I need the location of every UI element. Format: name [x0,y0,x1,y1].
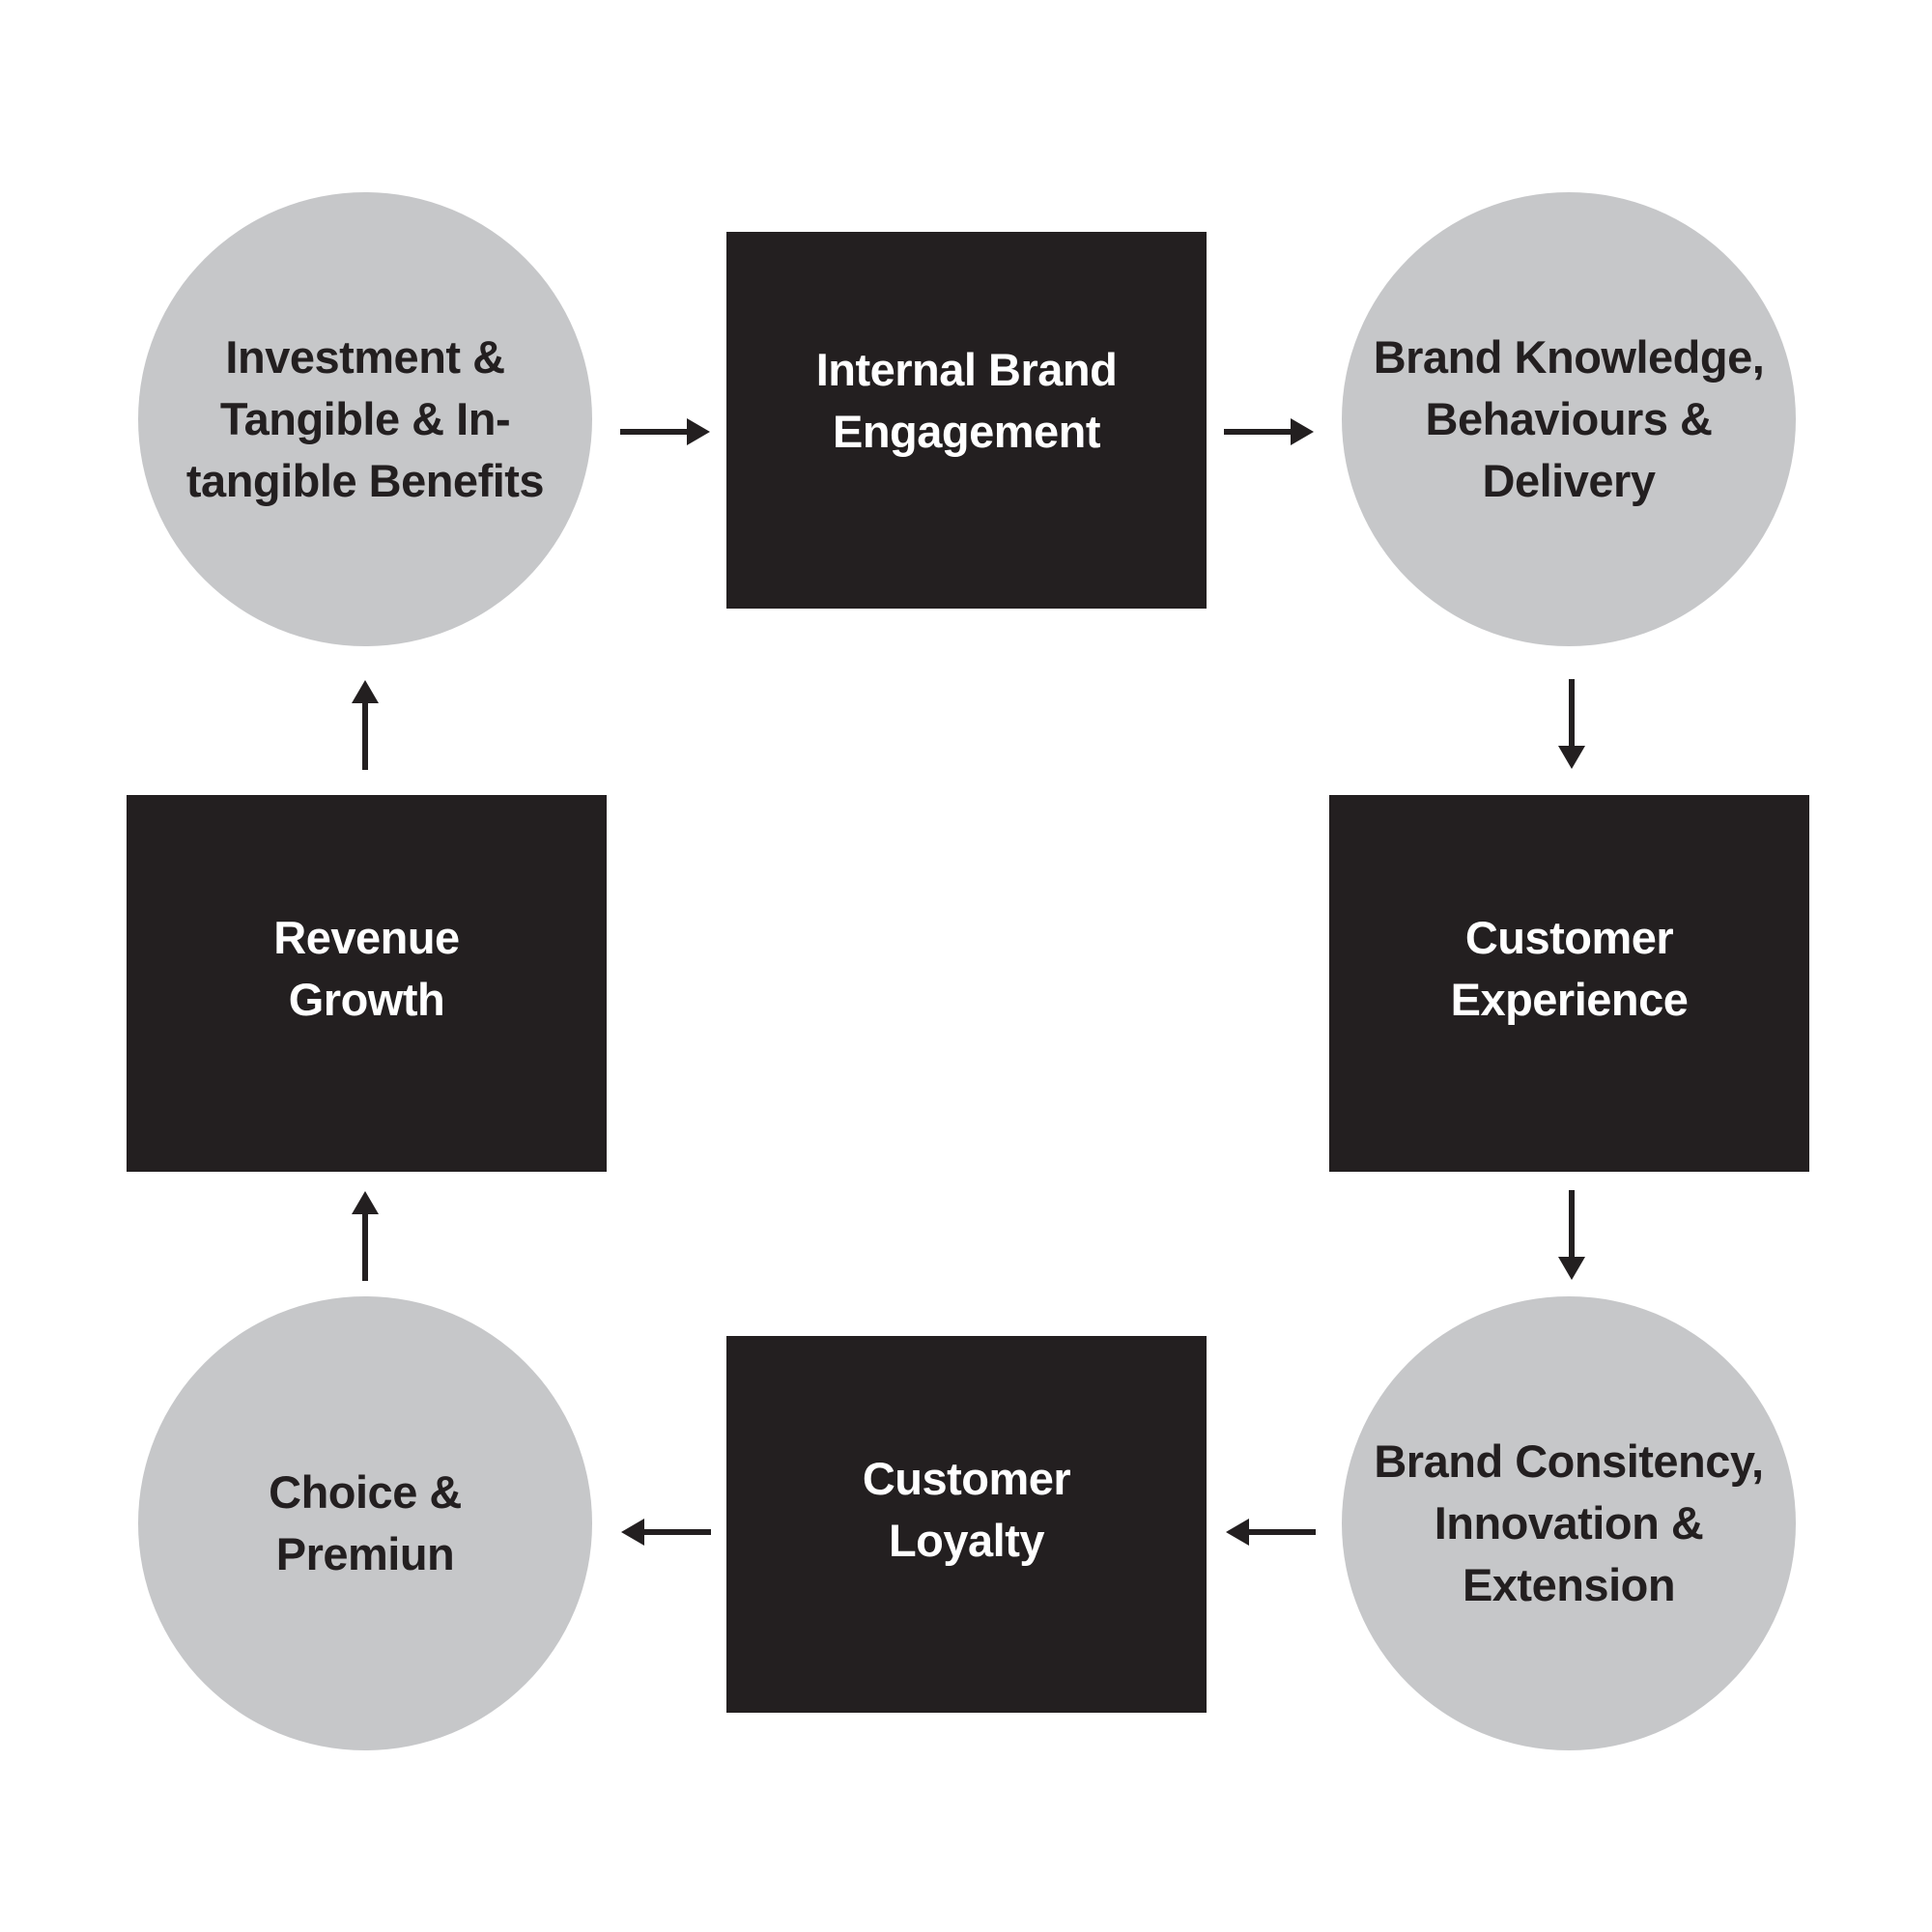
arrow-knowledge-to-experience [1558,679,1585,769]
arrow-revenue-to-investment [352,680,379,770]
arrow-head-icon [352,1191,379,1214]
arrow-head-icon [687,418,710,445]
arrow-investment-to-internal [620,418,710,445]
node-revenue-growth: Revenue Growth [127,795,607,1172]
node-investment-benefits-label: Investment & Tangible & In- tangible Ben… [185,331,545,506]
arrow-consistency-to-loyalty [1226,1519,1316,1546]
node-revenue-growth-label: Revenue Growth [273,912,460,1025]
node-customer-experience-label: Customer Experience [1450,912,1689,1025]
arrow-head-icon [1226,1519,1249,1546]
node-choice-premium-label: Choice & Premiun [269,1466,462,1579]
arrow-head-icon [1558,1257,1585,1280]
arrow-loyalty-to-choice [621,1519,711,1546]
arrow-head-icon [1558,746,1585,769]
node-customer-experience: Customer Experience [1329,795,1809,1172]
arrow-head-icon [352,680,379,703]
node-brand-consistency-label: Brand Consitency, Innovation & Extension [1374,1435,1764,1610]
arrow-choice-to-revenue [352,1191,379,1281]
node-customer-loyalty-label: Customer Loyalty [862,1453,1071,1566]
node-internal-brand-engagement-label: Internal Brand Engagement [815,344,1118,457]
arrow-head-icon [621,1519,644,1546]
arrow-internal-to-knowledge [1224,418,1314,445]
node-brand-knowledge: Brand Knowledge, Behaviours & Delivery [1342,192,1796,646]
node-internal-brand-engagement: Internal Brand Engagement [726,232,1207,609]
arrow-head-icon [1291,418,1314,445]
node-customer-loyalty: Customer Loyalty [726,1336,1207,1713]
node-investment-benefits: Investment & Tangible & In- tangible Ben… [138,192,592,646]
node-brand-knowledge-label: Brand Knowledge, Behaviours & Delivery [1373,331,1765,506]
node-choice-premium: Choice & Premiun [138,1296,592,1750]
arrow-experience-to-consistency [1558,1190,1585,1280]
node-brand-consistency: Brand Consitency, Innovation & Extension [1342,1296,1796,1750]
